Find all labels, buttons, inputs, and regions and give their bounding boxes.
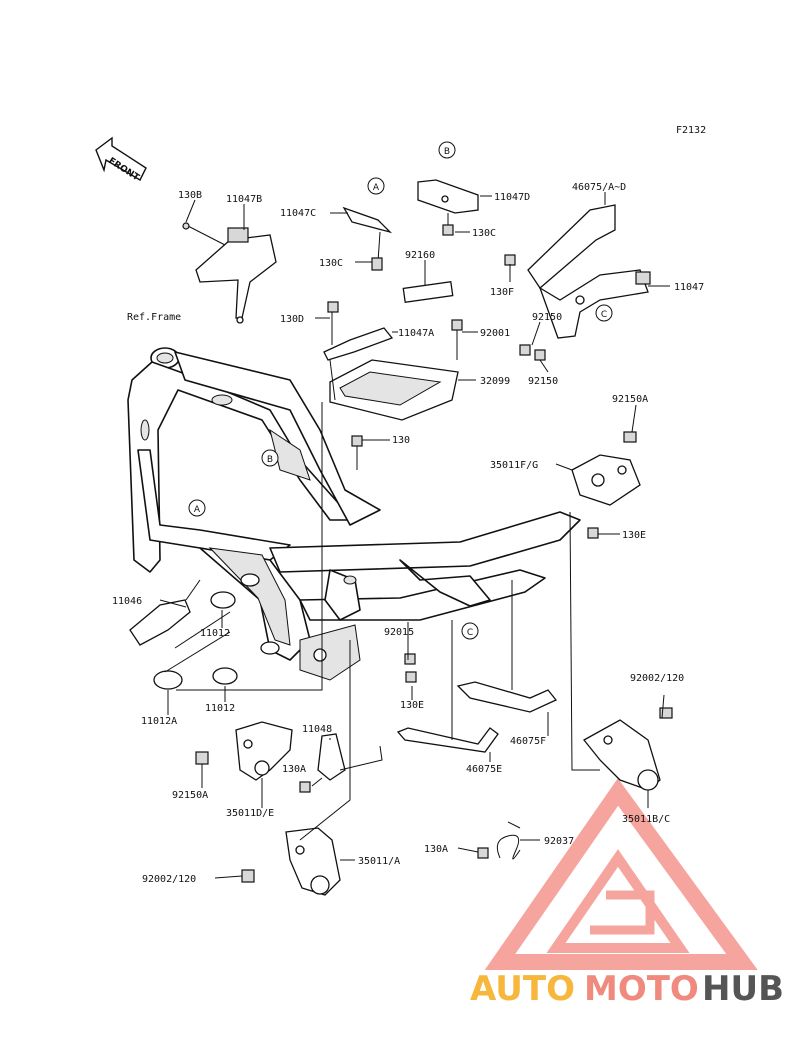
bolt-130a-upper bbox=[299, 781, 311, 793]
label-32099: 32099 bbox=[480, 376, 510, 387]
battery-case-32099 bbox=[329, 359, 459, 421]
watermark-text: AUTO MOTO HUB bbox=[470, 969, 784, 1009]
bracket-35011fg bbox=[571, 431, 641, 506]
bolt-130e-lower bbox=[405, 671, 417, 683]
callout-b-frame: B bbox=[261, 449, 279, 467]
label-130a-upper: 130A bbox=[282, 764, 306, 775]
label-46075f: 46075F bbox=[510, 736, 546, 747]
label-46075e: 46075E bbox=[466, 764, 502, 775]
label-130a-lower: 130A bbox=[424, 844, 448, 855]
label-130c-right: 130C bbox=[472, 228, 496, 239]
bolt-130 bbox=[351, 435, 363, 470]
diagram-labels: F2132 Ref.Frame 130B 11047B 11047C 130C … bbox=[112, 125, 706, 885]
bracket-11047a bbox=[323, 301, 463, 361]
front-direction-arrow-icon: FRONT bbox=[95, 136, 147, 184]
label-11012-upper: 11012 bbox=[200, 628, 230, 639]
label-130c-left: 130C bbox=[319, 258, 343, 269]
label-92001: 92001 bbox=[480, 328, 510, 339]
cover-11046 bbox=[129, 599, 191, 646]
leader-lines bbox=[159, 192, 670, 879]
label-130: 130 bbox=[392, 435, 410, 446]
label-35011fg: 35011F/G bbox=[490, 460, 538, 471]
bracket-11048 bbox=[317, 733, 346, 781]
label-130e-right: 130E bbox=[622, 530, 646, 541]
watermark-part1: AUTO bbox=[470, 969, 575, 1009]
svg-text:C: C bbox=[467, 628, 473, 638]
label-11012a: 11012A bbox=[141, 716, 177, 727]
label-11047d: 11047D bbox=[494, 192, 530, 203]
bracket-11047d bbox=[417, 179, 479, 236]
bracket-35011a bbox=[241, 827, 341, 896]
plate-11047c bbox=[342, 206, 393, 271]
svg-text:B: B bbox=[267, 455, 273, 465]
label-130b: 130B bbox=[178, 190, 202, 201]
label-35011de: 35011D/E bbox=[226, 808, 274, 819]
watermark-logo-triangle bbox=[484, 778, 758, 970]
stay-46075e bbox=[396, 727, 499, 753]
label-130d: 130D bbox=[280, 314, 304, 325]
svg-text:A: A bbox=[373, 183, 380, 193]
label-92150-upper: 92150 bbox=[532, 312, 562, 323]
label-92160: 92160 bbox=[405, 250, 435, 261]
label-92002-120-left: 92002/120 bbox=[142, 874, 196, 885]
label-92015: 92015 bbox=[384, 627, 414, 638]
label-92002-120-right: 92002/120 bbox=[630, 673, 684, 684]
label-130e-lower: 130E bbox=[400, 700, 424, 711]
label-11047b: 11047B bbox=[226, 194, 262, 205]
reference-label: Ref.Frame bbox=[127, 312, 181, 323]
callout-a-frame: A bbox=[188, 499, 206, 517]
label-11048: 11048 bbox=[302, 724, 332, 735]
pad-92160 bbox=[402, 280, 454, 304]
bolt-130a-lower bbox=[477, 847, 489, 859]
main-frame-drawing bbox=[127, 347, 581, 681]
label-11047c: 11047C bbox=[280, 208, 316, 219]
callout-a-top: A bbox=[367, 177, 385, 195]
label-35011bc: 35011B/C bbox=[622, 814, 670, 825]
label-92150-lower: 92150 bbox=[528, 376, 558, 387]
figure-code: F2132 bbox=[676, 125, 706, 136]
label-11012-lower: 11012 bbox=[205, 703, 235, 714]
callout-b-top: B bbox=[438, 141, 456, 159]
grommets-11012 bbox=[153, 573, 280, 690]
svg-text:A: A bbox=[194, 505, 201, 515]
bolt-130e-upper bbox=[587, 527, 599, 539]
bracket-11047b bbox=[182, 222, 277, 324]
bolt-92015 bbox=[404, 653, 416, 665]
watermark-part2: MOTO bbox=[584, 969, 699, 1009]
callout-c-top: C bbox=[595, 304, 613, 322]
grab-rail-46075 bbox=[504, 204, 651, 361]
watermark-part3: HUB bbox=[702, 969, 784, 1009]
label-11047a: 11047A bbox=[398, 328, 434, 339]
bracket-35011bc bbox=[583, 707, 673, 791]
label-46075-ad: 46075/A~D bbox=[572, 182, 626, 193]
callout-c-frame: C bbox=[461, 622, 479, 640]
svg-text:B: B bbox=[444, 147, 450, 157]
label-130f: 130F bbox=[490, 287, 514, 298]
label-11046: 11046 bbox=[112, 596, 142, 607]
label-92037: 92037 bbox=[544, 836, 574, 847]
stay-46075f bbox=[456, 681, 558, 713]
label-92150a-left: 92150A bbox=[172, 790, 208, 801]
bracket-35011de bbox=[195, 721, 293, 781]
label-11047: 11047 bbox=[674, 282, 704, 293]
label-35011a: 35011/A bbox=[358, 856, 400, 867]
spring-92037 bbox=[496, 821, 521, 860]
svg-text:C: C bbox=[601, 310, 607, 320]
label-92150a-right: 92150A bbox=[612, 394, 648, 405]
